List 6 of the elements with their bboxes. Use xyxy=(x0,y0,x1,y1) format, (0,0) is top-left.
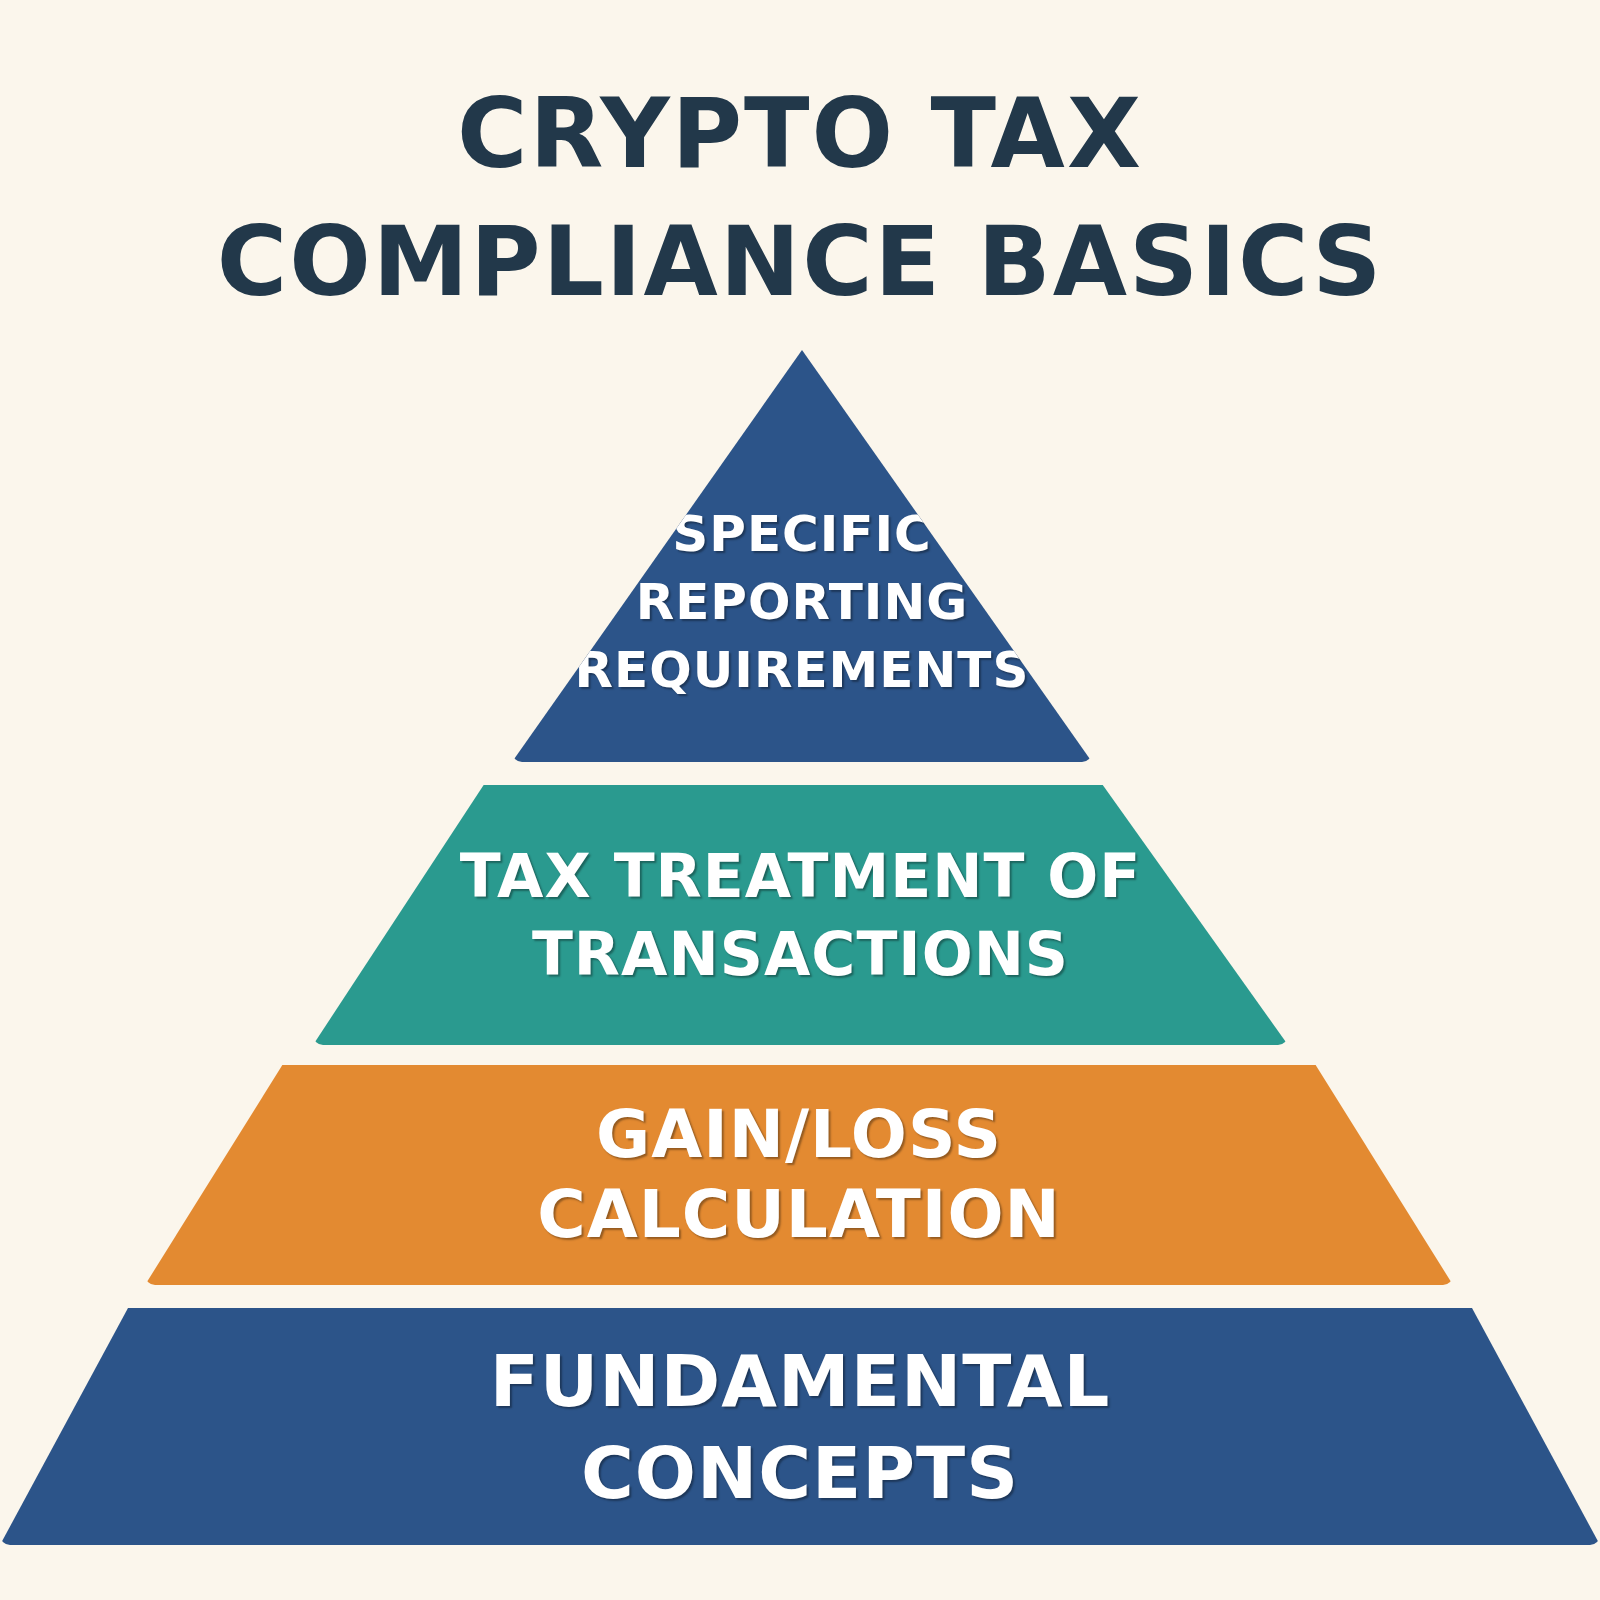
pyramid-tier xyxy=(0,1308,1600,1545)
tier-label: GAIN/LOSS CALCULATION xyxy=(536,1095,1062,1255)
title: CRYPTO TAX COMPLIANCE BASICS xyxy=(215,77,1385,320)
tier-label: FUNDAMENTAL CONCEPTS xyxy=(488,1337,1112,1517)
tier-label: TAX TREATMENT OF TRANSACTIONS xyxy=(458,840,1143,991)
tier-label: SPECIFIC REPORTING REQUIREMENTS xyxy=(573,504,1031,701)
